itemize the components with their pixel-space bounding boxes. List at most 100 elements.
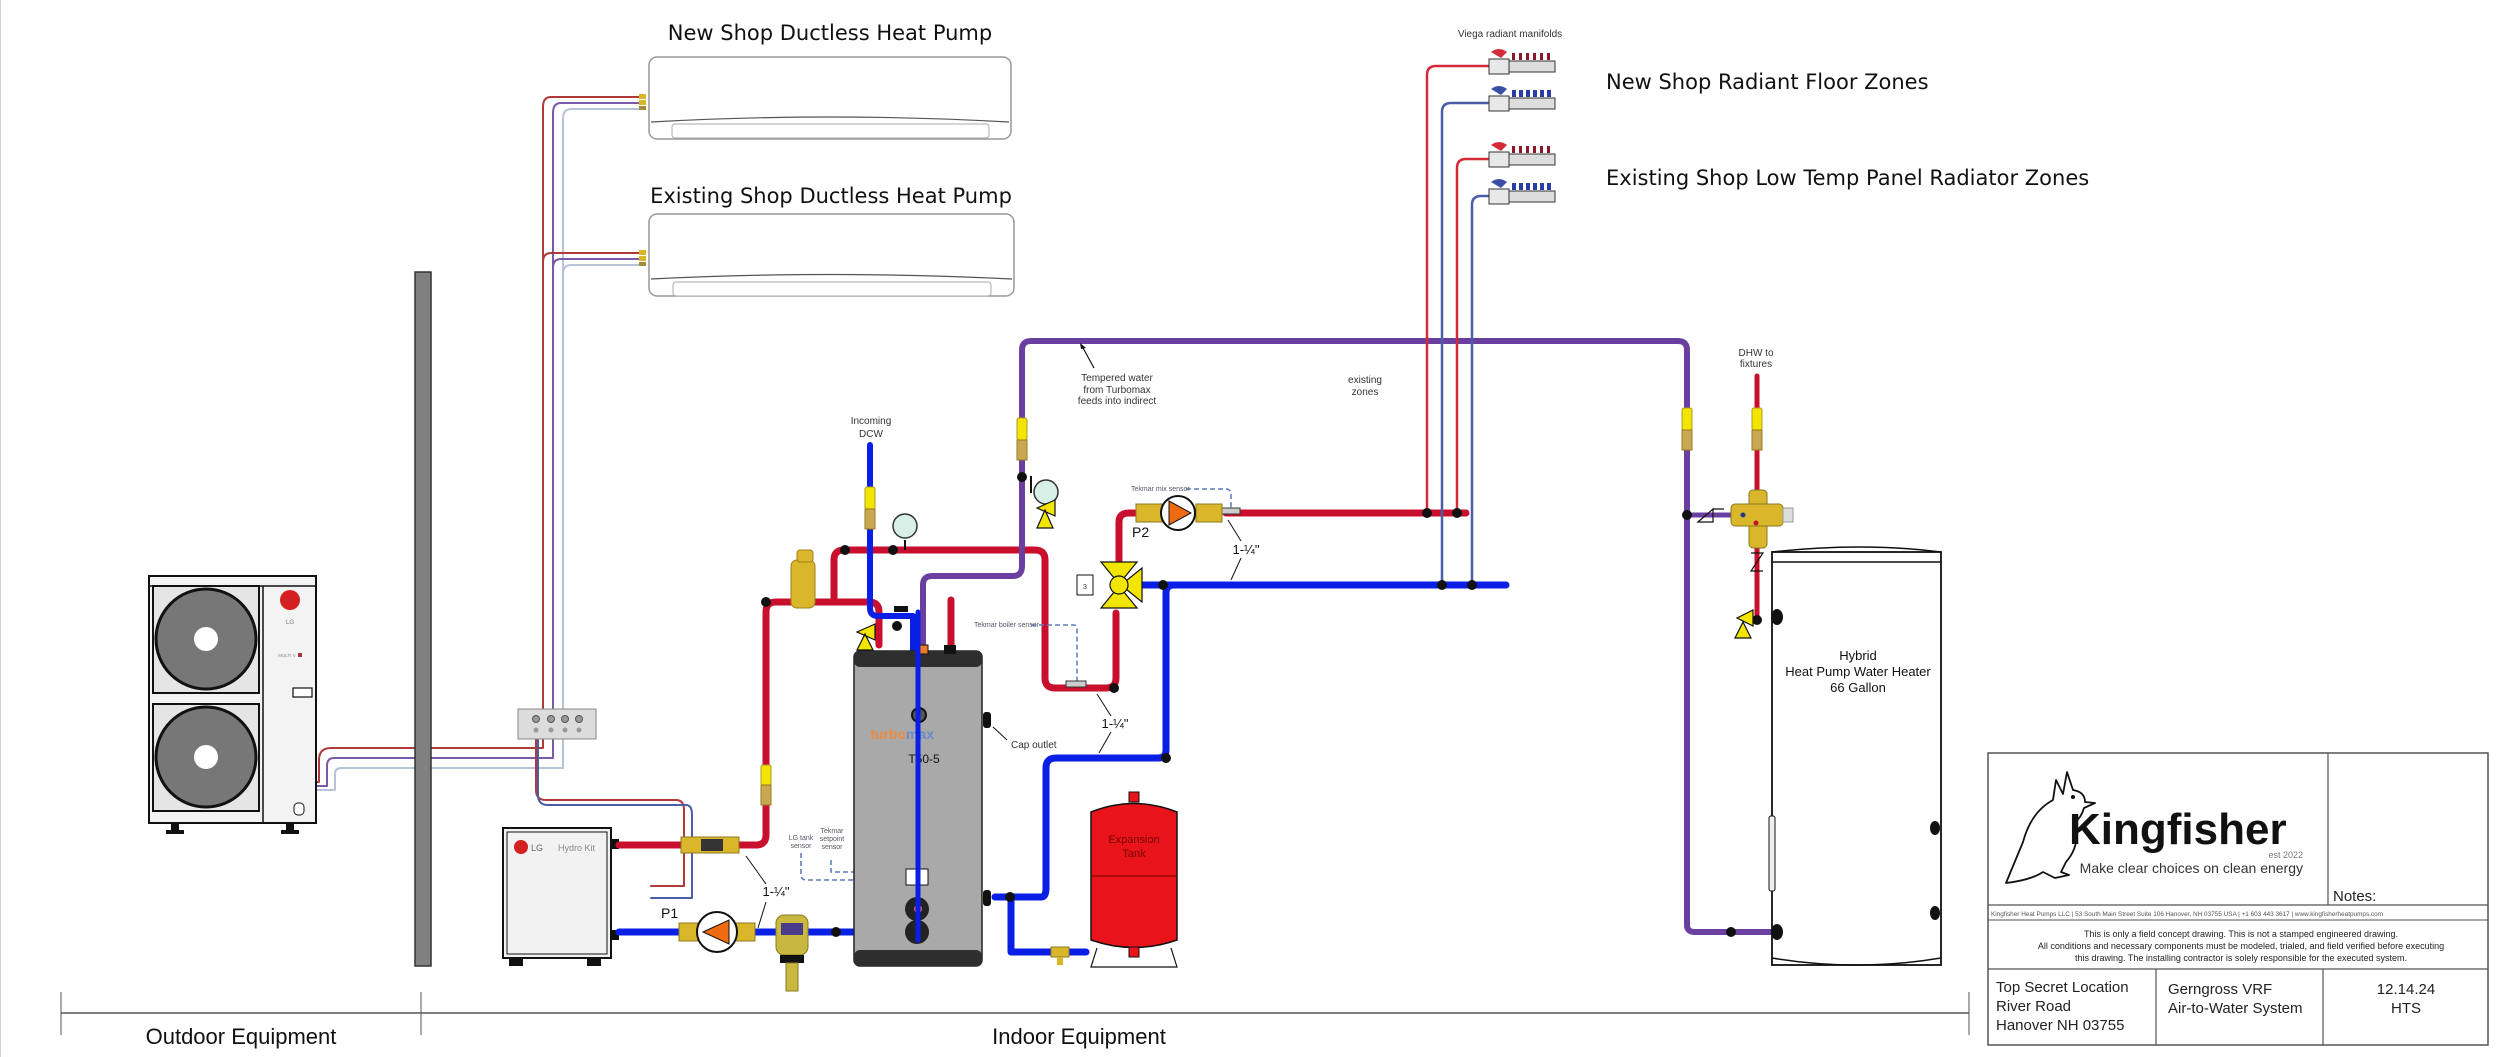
dhw-fixtures-line-2: fixtures <box>1740 359 1772 370</box>
boiler-sensor-well <box>1065 680 1087 688</box>
pump-p1-label: P1 <box>661 905 678 921</box>
pipe-size-label: 1-¼" <box>1232 542 1259 557</box>
strainer-fitting[interactable] <box>680 836 740 854</box>
drain-valve[interactable] <box>1050 946 1070 965</box>
air-separator[interactable] <box>790 549 816 609</box>
manifold-return-new[interactable] <box>1488 86 1556 112</box>
refrigerant-branch-box[interactable] <box>517 708 597 740</box>
company-tagline: Make clear choices on clean energy <box>2080 860 2303 876</box>
lg-multi-v-outdoor-unit[interactable]: LG MULTI V <box>148 575 317 834</box>
cold-return-pipes <box>615 442 1510 956</box>
expansion-tank[interactable]: Expansion Tank <box>1090 791 1178 968</box>
new-shop-ductless-unit[interactable] <box>648 56 1012 140</box>
existing-shop-radiators-label: Existing Shop Low Temp Panel Radiator Zo… <box>1606 166 2089 190</box>
pipe-size-label: 1-¼" <box>1101 716 1128 731</box>
drawing-date: 12.14.24 <box>2377 981 2435 998</box>
ball-valve-dcw[interactable] <box>864 486 876 530</box>
mixing-valve-actuator-label: 3 <box>1083 584 1087 591</box>
relief-valve-icon[interactable] <box>1035 499 1056 529</box>
relief-valve-icon[interactable] <box>1734 609 1754 639</box>
ball-valve-tempered[interactable] <box>1016 417 1028 461</box>
existing-zones-note: existing zones <box>1348 375 1382 398</box>
turbomax-model-label: T50-5 <box>908 752 940 766</box>
tekmar-setpoint-label-3: sensor <box>821 844 843 851</box>
building-wall <box>414 271 432 967</box>
pump-p2[interactable] <box>1135 495 1223 531</box>
viega-manifolds-label: Viega radiant manifolds <box>1458 29 1562 40</box>
manifold-return-existing[interactable] <box>1488 179 1556 205</box>
manifold-supply-new[interactable] <box>1488 49 1556 75</box>
outdoor-brand-label: LG <box>286 620 294 626</box>
ball-valve-hpwh-in[interactable] <box>1681 407 1693 451</box>
mix-sensor-well <box>1219 507 1241 515</box>
incoming-dcw-note: Incoming DCW <box>851 416 892 440</box>
gauge-icon <box>892 513 918 539</box>
new-shop-ductless-label: New Shop Ductless Heat Pump <box>668 21 992 45</box>
section-dividers <box>60 992 1970 1035</box>
pump-p2-label: P2 <box>1132 524 1149 540</box>
lg-logo-icon <box>280 590 300 610</box>
hot-supply-pipes <box>615 373 1760 849</box>
company-est: est 2022 <box>2268 850 2303 860</box>
existing-shop-ductless-label: Existing Shop Ductless Heat Pump <box>650 184 1012 208</box>
project-line-1: Gerngross VRF <box>2168 981 2272 998</box>
check-valves <box>1696 507 1765 572</box>
pump-p1[interactable] <box>678 911 756 953</box>
three-way-mixing-valve[interactable]: 3 <box>1076 561 1143 609</box>
ball-valve-supply-riser[interactable] <box>760 764 772 806</box>
existing-shop-ductless-unit[interactable] <box>648 213 1015 297</box>
turbomax-indirect-tank[interactable]: turbo max T50-5 <box>853 606 991 967</box>
lg-tank-sensor-label-2: sensor <box>790 843 812 850</box>
relief-valve-icon[interactable] <box>855 623 876 651</box>
manifold-supply-existing[interactable] <box>1488 142 1556 168</box>
tempered-water-note: Tempered water from Turbomax feeds into … <box>1078 343 1157 407</box>
location-line-3: Hanover NH 03755 <box>1996 1017 2124 1034</box>
incoming-dcw-line-2: DCW <box>859 429 883 440</box>
outdoor-model-label: MULTI V <box>278 653 295 658</box>
lg-tank-sensor-label-1: LG tank <box>789 835 814 842</box>
dhw-fixtures-note: DHW to fixtures <box>1739 348 1774 370</box>
project-line-2: Air-to-Water System <box>2168 1000 2302 1017</box>
incoming-dcw-line-1: Incoming <box>851 416 892 427</box>
cap-outlet-label: Cap outlet <box>1011 740 1057 751</box>
disclaimer-line-1: This is only a field concept drawing. Th… <box>2084 929 2398 939</box>
viega-manifolds[interactable] <box>1488 49 1556 205</box>
kingfisher-bird-logo <box>2005 771 2096 884</box>
dirt-separator[interactable] <box>775 914 809 992</box>
tekmar-boiler-sensor-label: Tekmar boiler sensor <box>974 622 1040 629</box>
tekmar-mix-sensor-label: Tekmar mix sensor <box>1131 486 1190 493</box>
tekmar-setpoint-label-2: setpoint <box>820 836 845 843</box>
tempered-water-line-1: Tempered water <box>1081 373 1153 384</box>
relief-valves[interactable] <box>855 499 1754 651</box>
refrigerant-lines <box>200 96 693 899</box>
ball-valve-dhw[interactable] <box>1751 407 1763 451</box>
ball-valves[interactable] <box>760 407 1763 806</box>
company-name: Kingfisher <box>2069 805 2287 854</box>
thermostatic-mixing-valve[interactable] <box>1730 489 1794 549</box>
disclaimer-line-3: this drawing. The installing contractor … <box>2075 953 2407 963</box>
tempered-water-line-2: from Turbomax <box>1083 385 1150 396</box>
expansion-tank-label-2: Tank <box>1122 848 1146 860</box>
sensor-wires <box>800 488 1232 881</box>
expansion-tank-label-1: Expansion <box>1108 834 1159 846</box>
location-line-1: Top Secret Location <box>1996 979 2129 996</box>
pipe-size-label: 1-¼" <box>762 884 789 899</box>
ductless-line-connectors <box>639 94 646 266</box>
hydro-kit-name-label: Hydro Kit <box>558 843 596 853</box>
title-block: Kingfisher est 2022 Make clear choices o… <box>1987 752 2489 1046</box>
hpwh-label-3: 66 Gallon <box>1830 680 1886 695</box>
tempered-water-pipes <box>920 338 1774 935</box>
hybrid-heat-pump-water-heater[interactable]: Hybrid Heat Pump Water Heater 66 Gallon <box>1768 546 1942 966</box>
lg-hydro-kit[interactable]: LG Hydro Kit <box>502 827 619 966</box>
tempered-water-line-3: feeds into indirect <box>1078 396 1157 407</box>
pipe-size-callouts: 1-¼" 1-¼" 1-¼" <box>745 519 1260 929</box>
cap-outlet-note: Cap outlet <box>992 726 1057 751</box>
tekmar-setpoint-label-1: Tekmar <box>821 828 845 835</box>
dhw-fixtures-line-1: DHW to <box>1739 348 1774 359</box>
existing-zones-line-1: existing <box>1348 375 1382 386</box>
disclaimer-line-2: All conditions and necessary components … <box>2038 941 2444 951</box>
zone-supply-return-risers <box>1425 64 1493 587</box>
notes-label: Notes: <box>2333 888 2376 905</box>
